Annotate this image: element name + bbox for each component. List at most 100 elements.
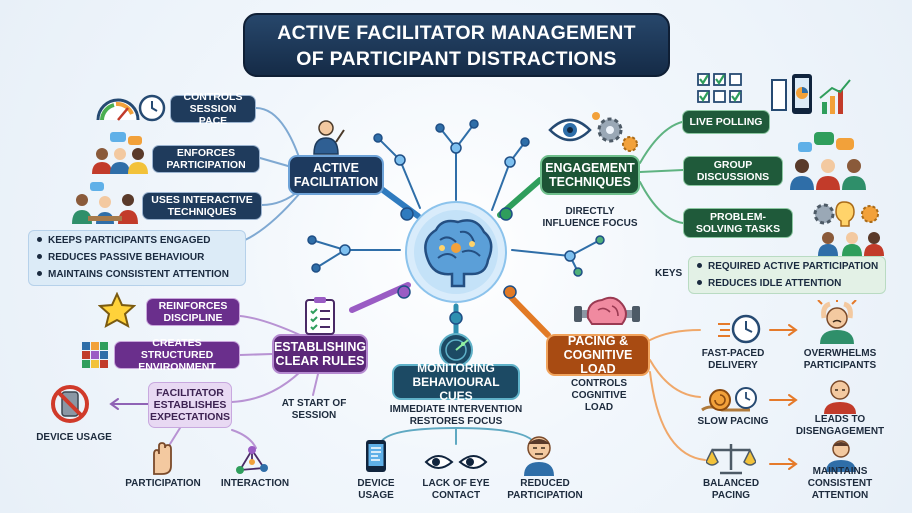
rules-timing: AT START OF SESSION	[281, 398, 347, 421]
link-af-participation	[259, 157, 289, 167]
arrow-slow	[769, 394, 798, 406]
clipboard-icon	[305, 297, 335, 335]
bored-person-icon	[524, 436, 554, 476]
node-dot	[499, 207, 513, 221]
raised-hand-icon	[153, 442, 172, 475]
group-discussions: GROUP DISCUSSIONS	[683, 156, 783, 186]
node-dot	[307, 235, 317, 245]
rules-target-device-usage: DEVICE USAGE	[36, 432, 112, 443]
node-dot	[503, 285, 517, 299]
node-link-7	[511, 239, 601, 273]
disengaged-person-icon	[824, 380, 856, 414]
balance-scale-icon	[706, 444, 756, 475]
problem-solving-tasks: PROBLEM-SOLVING TASKS	[683, 208, 793, 238]
overwhelmed-person-icon	[817, 300, 857, 344]
cue-lack-of-eye-contact: LACK OF EYE CONTACT	[422, 478, 490, 501]
arrow-fast	[769, 324, 798, 336]
creates-structured-environment: CREATES STRUCTURED ENVIRONMENT	[114, 337, 240, 373]
node-dot	[520, 137, 530, 147]
link-rules-discipline	[239, 315, 301, 336]
node-dot	[449, 311, 463, 325]
pacing-cognitive-load-heading: PACING & COGNITIVE LOAD	[546, 334, 650, 376]
key-item: REDUCES IDLE ATTENTION	[697, 275, 877, 292]
node-dot	[373, 133, 383, 143]
establishing-clear-rules-heading: ESTABLISHING CLEAR RULES	[272, 334, 368, 374]
title-line-2: OF PARTICIPANT DISTRACTIONS	[296, 48, 617, 70]
link-pace-balanced	[649, 371, 706, 461]
cue-device-usage: DEVICE USAGE	[357, 478, 395, 501]
enforces-participation: ENFORCES PARTICIPATION	[152, 145, 260, 173]
link-pace-fast	[649, 329, 701, 341]
active-facilitation-benefits: KEEPS PARTICIPANTS ENGAGED REDUCES PASSI…	[28, 230, 246, 286]
link-pace-slow	[649, 359, 701, 398]
page-title: ACTIVE FACILITATOR MANAGEMENT OF PARTICI…	[243, 13, 670, 77]
node-dot	[400, 207, 414, 221]
node-dot	[504, 156, 516, 168]
node-link-3	[439, 123, 475, 201]
poll-results-icon	[771, 74, 851, 114]
link-af-pace	[255, 107, 301, 161]
effect-slow: LEADS TO DISENGAGEMENT	[795, 414, 885, 437]
node-dot	[573, 267, 583, 277]
node-dot	[450, 142, 462, 154]
problem-solving-icon	[813, 201, 884, 256]
active-facilitation-heading: ACTIVE FACILITATION	[288, 155, 384, 195]
effect-balanced: MAINTAINS CONSISTENT ATTENTION	[807, 466, 873, 501]
rules-target-participation: PARTICIPATION	[125, 478, 201, 489]
node-link-5	[311, 239, 401, 251]
node-link-1	[399, 159, 421, 209]
link-mon-cues	[379, 426, 536, 445]
pace-slow: SLOW PACING	[697, 416, 769, 427]
brain-icon	[405, 201, 507, 303]
node-dot	[394, 154, 406, 166]
uses-interactive-techniques: USES INTERACTIVE TECHNIQUES	[142, 192, 262, 220]
monitoring-behavioural-cues-heading: MONITORING BEHAVIOURAL CUES	[392, 361, 520, 403]
link-pace-to-brain	[503, 289, 551, 338]
node-dot	[595, 235, 605, 245]
engagement-keys: REQUIRED ACTIVE PARTICIPATION REDUCES ID…	[688, 256, 886, 294]
link-eng-problem	[639, 181, 684, 224]
node-dot	[311, 263, 321, 273]
speedometer-icon	[96, 94, 166, 122]
title-line-1: ACTIVE FACILITATOR MANAGEMENT	[277, 22, 636, 44]
focused-person-icon	[826, 440, 856, 472]
no-device-icon	[51, 385, 89, 423]
eye-gears-icon	[548, 112, 638, 152]
arrow-balanced	[769, 458, 798, 470]
link-rules-expect	[231, 371, 301, 403]
cue-reduced-participation: REDUCED PARTICIPATION	[507, 478, 583, 501]
monitoring-note: IMMEDIATE INTERVENTION RESTORES FOCUS	[389, 404, 523, 427]
fast-clock-icon	[718, 314, 761, 344]
effect-fast: OVERWHELMS PARTICIPANTS	[803, 348, 877, 371]
link-rules-structured	[239, 353, 273, 356]
star-icon	[98, 292, 136, 328]
node-dot	[397, 285, 411, 299]
benefit-item: KEEPS PARTICIPANTS ENGAGED	[37, 232, 237, 249]
arrow-head-device	[109, 398, 119, 410]
link-rules-interaction	[231, 429, 257, 449]
link-rules-participation	[169, 427, 181, 445]
brain-dumbbell-icon	[574, 296, 640, 325]
pace-fast: FAST-PACED DELIVERY	[701, 348, 765, 371]
facilitator-establishes-expectations: FACILITATOR ESTABLISHES EXPECTATIONS	[148, 382, 232, 428]
group-workshop-icon	[72, 182, 138, 224]
participants-talking-icon	[92, 132, 148, 174]
link-eng-group	[639, 169, 684, 173]
engagement-techniques-heading: ENGAGEMENT TECHNIQUES	[540, 155, 640, 195]
node-dot	[564, 250, 576, 262]
keys-label: KEYS	[655, 268, 683, 279]
eyes-icon	[424, 455, 488, 469]
snail-icon	[701, 387, 757, 412]
live-polling: LIVE POLLING	[682, 110, 770, 134]
checklist-icon	[697, 73, 742, 103]
phone-icon	[366, 440, 386, 472]
group-discussion-icon	[790, 132, 866, 190]
facilitator-icon	[313, 120, 345, 155]
node-dot	[435, 123, 445, 133]
pacing-note: CONTROLS COGNITIVE LOAD	[570, 378, 628, 413]
reinforces-discipline: REINFORCES DISCIPLINE	[146, 298, 240, 326]
rules-target-interaction: INTERACTION	[220, 478, 290, 489]
pace-balanced: BALANCED PACING	[702, 478, 760, 501]
